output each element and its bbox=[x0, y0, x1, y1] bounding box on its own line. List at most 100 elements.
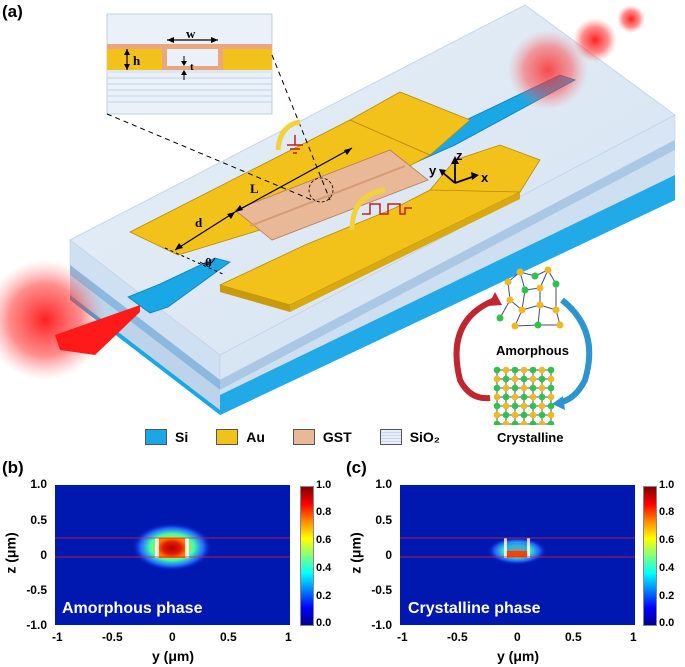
crystal-atom bbox=[538, 384, 546, 392]
crystal-atom bbox=[493, 384, 501, 392]
crystal-atom bbox=[520, 420, 528, 425]
y-tick: 0.5 bbox=[30, 513, 47, 527]
crystal-atom bbox=[538, 411, 546, 419]
x-tick: -0.5 bbox=[102, 630, 123, 644]
crystalline-phase-label: Crystalline phase bbox=[408, 600, 541, 617]
mode-core bbox=[157, 538, 187, 558]
y-tick: 1.0 bbox=[375, 477, 392, 491]
crystal-atom bbox=[538, 393, 546, 401]
angle-theta-label: θ bbox=[205, 255, 212, 270]
colorbar-tick: 0.4 bbox=[316, 562, 332, 574]
crystal-atom bbox=[547, 384, 555, 392]
gst-swatch bbox=[292, 429, 315, 445]
crystal-atom bbox=[529, 384, 537, 392]
colorbar bbox=[643, 486, 657, 626]
crystal-atom bbox=[502, 411, 510, 419]
amorphous-phase-label: Amorphous phase bbox=[62, 600, 203, 617]
x-tick: 0.5 bbox=[565, 630, 582, 644]
device-schematic bbox=[0, 4, 676, 425]
crystal-atom bbox=[520, 375, 528, 383]
crystal-atom bbox=[547, 393, 555, 401]
crystal-atom bbox=[511, 366, 519, 374]
crystal-atom bbox=[502, 402, 510, 410]
crystal-atom bbox=[529, 366, 537, 374]
crystal-atom bbox=[520, 366, 528, 374]
crystal-atom bbox=[493, 393, 501, 401]
crystal-atom bbox=[529, 393, 537, 401]
legend-item-si: Si bbox=[145, 429, 188, 445]
x-tick: -1 bbox=[52, 630, 63, 644]
y-tick: 1.0 bbox=[30, 477, 47, 491]
x-tick: 0 bbox=[514, 630, 521, 644]
crystal-atom bbox=[511, 375, 519, 383]
colorbar-tick: 1.0 bbox=[659, 479, 675, 491]
colorbar-tick: 0.4 bbox=[659, 562, 675, 574]
crystal-atom bbox=[520, 411, 528, 419]
colorbar-tick: 1.0 bbox=[316, 479, 332, 491]
crystal-atom bbox=[547, 375, 555, 383]
legend-item-au: Au bbox=[216, 429, 265, 445]
colorbar-tick: 0.6 bbox=[659, 534, 675, 546]
crystal-atom bbox=[511, 411, 519, 419]
crystal-atom bbox=[511, 384, 519, 392]
amorphous-label: Amorphous bbox=[496, 343, 569, 358]
x-axis-title: y (μm) bbox=[152, 648, 195, 664]
crystal-atom bbox=[547, 420, 555, 425]
inset-h-label: h bbox=[133, 53, 141, 68]
inset-w-label: w bbox=[186, 26, 196, 41]
crystal-atom bbox=[493, 366, 501, 374]
colorbar-tick: 0.8 bbox=[316, 506, 332, 518]
legend-label: Au bbox=[246, 429, 265, 445]
crystal-atom bbox=[520, 402, 528, 410]
crystal-atom bbox=[493, 375, 501, 383]
colorbar-tick: 0.0 bbox=[316, 617, 332, 629]
crystal-atom bbox=[511, 393, 519, 401]
crystal-atom bbox=[502, 420, 510, 425]
crystal-atom bbox=[538, 375, 546, 383]
heatmap-crystalline bbox=[400, 485, 635, 625]
x-tick: 0 bbox=[169, 630, 176, 644]
crystal-atom bbox=[502, 384, 510, 392]
crystal-atom bbox=[502, 366, 510, 374]
crystal-atom bbox=[547, 366, 555, 374]
y-tick: -1.0 bbox=[371, 618, 392, 632]
axis-z-label: z bbox=[456, 148, 463, 163]
sio2-swatch bbox=[379, 429, 402, 445]
crystal-atom bbox=[538, 366, 546, 374]
crystal-atoms bbox=[493, 366, 555, 425]
colorbar-tick: 0.6 bbox=[316, 534, 332, 546]
crystal-atom bbox=[502, 393, 510, 401]
crystal-atom bbox=[493, 411, 501, 419]
y-tick: 0.5 bbox=[375, 513, 392, 527]
y-tick: -0.5 bbox=[26, 583, 47, 597]
x-tick: 1 bbox=[285, 630, 292, 644]
panel-a-label: (a) bbox=[2, 2, 23, 21]
legend-label: SiO₂ bbox=[409, 429, 441, 445]
legend-label: GST bbox=[322, 429, 352, 445]
length-L-label: L bbox=[250, 181, 259, 196]
panel-c-label: (c) bbox=[346, 458, 367, 477]
material-legend: Si Au GST SiO₂ bbox=[145, 427, 468, 447]
axis-y-label: y bbox=[429, 163, 437, 178]
colorbar-tick: 0.0 bbox=[659, 617, 675, 629]
colorbar bbox=[300, 486, 314, 626]
colorbar-tick: 0.8 bbox=[659, 506, 675, 518]
crystal-atom bbox=[529, 375, 537, 383]
au-swatch bbox=[216, 429, 239, 445]
crystal-atom bbox=[529, 420, 537, 425]
x-tick: -0.5 bbox=[447, 630, 468, 644]
legend-item-gst: GST bbox=[292, 429, 352, 445]
y-tick: -1.0 bbox=[26, 618, 47, 632]
legend-item-sio2: SiO₂ bbox=[379, 429, 441, 445]
axis-x-label: x bbox=[481, 170, 489, 185]
crystal-atom bbox=[511, 420, 519, 425]
panel-b-label: (b) bbox=[2, 458, 24, 477]
x-axis-title: y (μm) bbox=[497, 648, 540, 664]
distance-d-label: d bbox=[195, 215, 203, 230]
crystal-atom bbox=[547, 411, 555, 419]
y-tick: -0.5 bbox=[371, 583, 392, 597]
x-tick: 0.5 bbox=[220, 630, 237, 644]
crystal-atom bbox=[538, 420, 546, 425]
y-axis-title: z (μm) bbox=[347, 532, 364, 574]
crystal-atom bbox=[493, 420, 501, 425]
